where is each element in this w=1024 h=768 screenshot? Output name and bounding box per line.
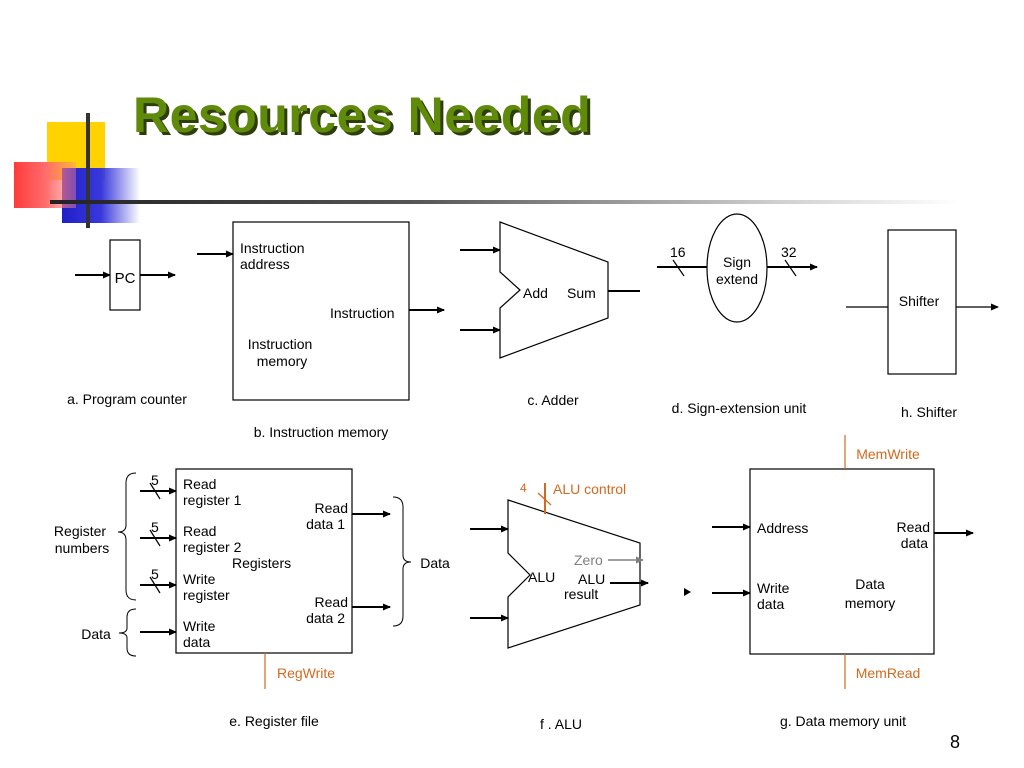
regwrite-control-label: RegWrite	[277, 665, 335, 681]
read-register-2-bits: 5	[151, 519, 159, 535]
write-data-label-1: Write	[757, 580, 790, 596]
read-data-2-label-2: data 2	[306, 610, 345, 626]
read-register-2-label-1: Read	[183, 523, 216, 539]
alu-control-label: ALU control	[553, 481, 626, 497]
instruction-memory-name-1: Instruction	[248, 336, 313, 352]
shifter-name: Shifter	[899, 293, 940, 309]
alu-caption: f . ALU	[540, 716, 582, 732]
alu-control-bits: 4	[520, 481, 527, 495]
pc-caption: a. Program counter	[67, 391, 187, 407]
write-data-label-2: data	[183, 634, 210, 650]
read-data-label-2: data	[901, 535, 928, 551]
slide-title: Resources Needed	[133, 87, 592, 143]
sign-extend-name-1: Sign	[723, 254, 751, 270]
adder-add-label: Add	[523, 285, 548, 301]
alu-unit: 4 ALU control ALU Zero ALU result f . AL…	[470, 481, 691, 732]
adder-shape	[499, 221, 609, 359]
write-data-label-1: Write	[183, 618, 216, 634]
sign-extend-caption: d. Sign-extension unit	[672, 400, 807, 416]
register-numbers-brace	[117, 472, 137, 601]
read-register-1-bits: 5	[151, 472, 159, 488]
data-right-label: Data	[420, 555, 450, 571]
alu-name: ALU	[528, 569, 555, 585]
shifter-box	[887, 229, 957, 375]
read-data-1-label-1: Read	[315, 500, 348, 516]
data-memory-box	[749, 468, 935, 655]
register-file-caption: e. Register file	[229, 713, 319, 729]
instruction-memory-caption: b. Instruction memory	[254, 424, 389, 440]
sign-extend-output-bits: 32	[781, 244, 797, 260]
registers-name: Registers	[232, 555, 291, 571]
title-underline	[50, 200, 960, 204]
alu-result-label-1: ALU	[578, 571, 605, 587]
instruction-address-label-2: address	[240, 256, 290, 272]
memread-control-label: MemRead	[856, 665, 921, 681]
data-memory-name-2: memory	[845, 595, 896, 611]
alu-zero-label: Zero	[574, 552, 603, 568]
write-register-bits: 5	[151, 566, 159, 582]
read-register-1-label-1: Read	[183, 476, 216, 492]
small-arrowhead	[684, 588, 691, 596]
data-memory-name-1: Data	[855, 576, 885, 592]
shifter-unit: Shifter h. Shifter	[846, 229, 999, 420]
data-memory-caption: g. Data memory unit	[780, 713, 906, 729]
register-numbers-label-1: Register	[54, 523, 106, 539]
write-data-brace	[118, 608, 137, 657]
memwrite-control-label: MemWrite	[856, 446, 920, 462]
data-out-brace	[392, 496, 412, 627]
data-memory-unit: MemWrite Address Write data Read data Da…	[712, 435, 974, 729]
write-data-label-2: data	[757, 596, 784, 612]
sign-extend-name-2: extend	[716, 271, 758, 287]
pc-label: PC	[115, 270, 136, 287]
alu-result-label-2: result	[564, 586, 598, 602]
sign-extend-unit: 16 Sign extend 32 d. Sign-extension unit	[657, 213, 818, 416]
sign-extend-input-bits: 16	[670, 244, 686, 260]
register-file-box	[175, 468, 353, 654]
instruction-memory-unit: Instruction address Instruction Instruct…	[197, 221, 445, 440]
read-data-label-1: Read	[897, 519, 930, 535]
page-number: 8	[950, 732, 961, 752]
data-left-label: Data	[81, 626, 111, 642]
instruction-address-label-1: Instruction	[240, 240, 305, 256]
adder-sum-label: Sum	[567, 285, 596, 301]
pc-unit: PC a. Program counter	[67, 239, 187, 407]
adder-caption: c. Adder	[527, 392, 579, 408]
read-register-2-label-2: register 2	[183, 539, 242, 555]
register-file-unit: 5 5 5 Read register 1 Read register 2 Wr…	[54, 468, 450, 729]
address-label: Address	[757, 520, 808, 536]
instruction-memory-name-2: memory	[257, 353, 308, 369]
decor-vertical-line	[86, 113, 90, 228]
adder-unit: Add Sum c. Adder	[460, 221, 640, 408]
write-register-label-2: register	[183, 587, 230, 603]
read-data-1-label-2: data 1	[306, 516, 345, 532]
read-register-1-label-2: register 1	[183, 492, 242, 508]
instruction-output-label: Instruction	[330, 305, 395, 321]
read-data-2-label-1: Read	[315, 594, 348, 610]
shifter-caption: h. Shifter	[901, 404, 957, 420]
register-numbers-label-2: numbers	[55, 540, 109, 556]
alu-shape	[507, 499, 641, 649]
write-register-label-1: Write	[183, 571, 216, 587]
